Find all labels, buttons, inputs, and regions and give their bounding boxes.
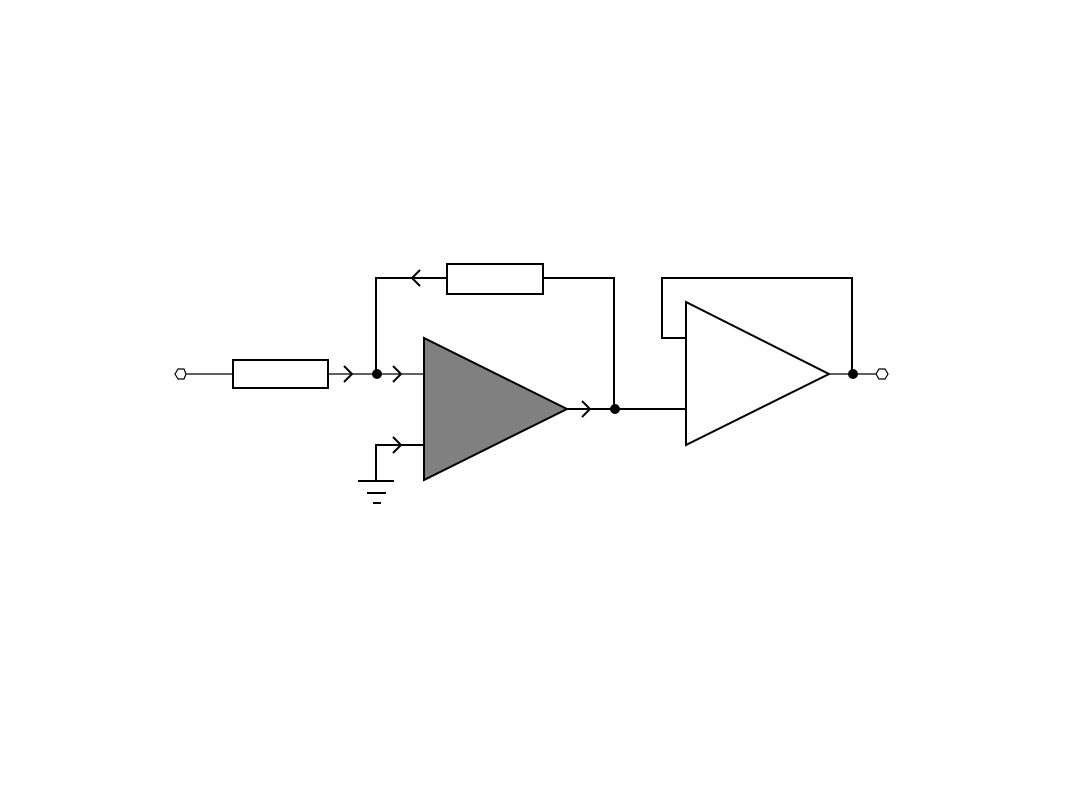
junction-node	[848, 369, 858, 379]
current-arrow-icon	[392, 436, 403, 454]
current-arrow-icon	[343, 365, 354, 383]
output-terminal	[875, 368, 889, 380]
buffer-feedback-wire	[661, 277, 853, 374]
current-arrow-icon	[581, 400, 592, 418]
input-resistor	[232, 359, 329, 389]
ground-icon	[358, 480, 394, 504]
feedback-wire-right	[543, 277, 615, 409]
current-arrow-icon	[410, 269, 421, 287]
input-terminal	[174, 368, 187, 380]
ground-wire	[375, 444, 424, 481]
current-arrow-icon	[392, 365, 403, 383]
junction-node	[610, 404, 620, 414]
buffer-amplifier	[685, 300, 832, 447]
inverting-amplifier	[423, 336, 570, 482]
feedback-wire	[375, 277, 447, 374]
feedback-resistor	[446, 263, 544, 295]
